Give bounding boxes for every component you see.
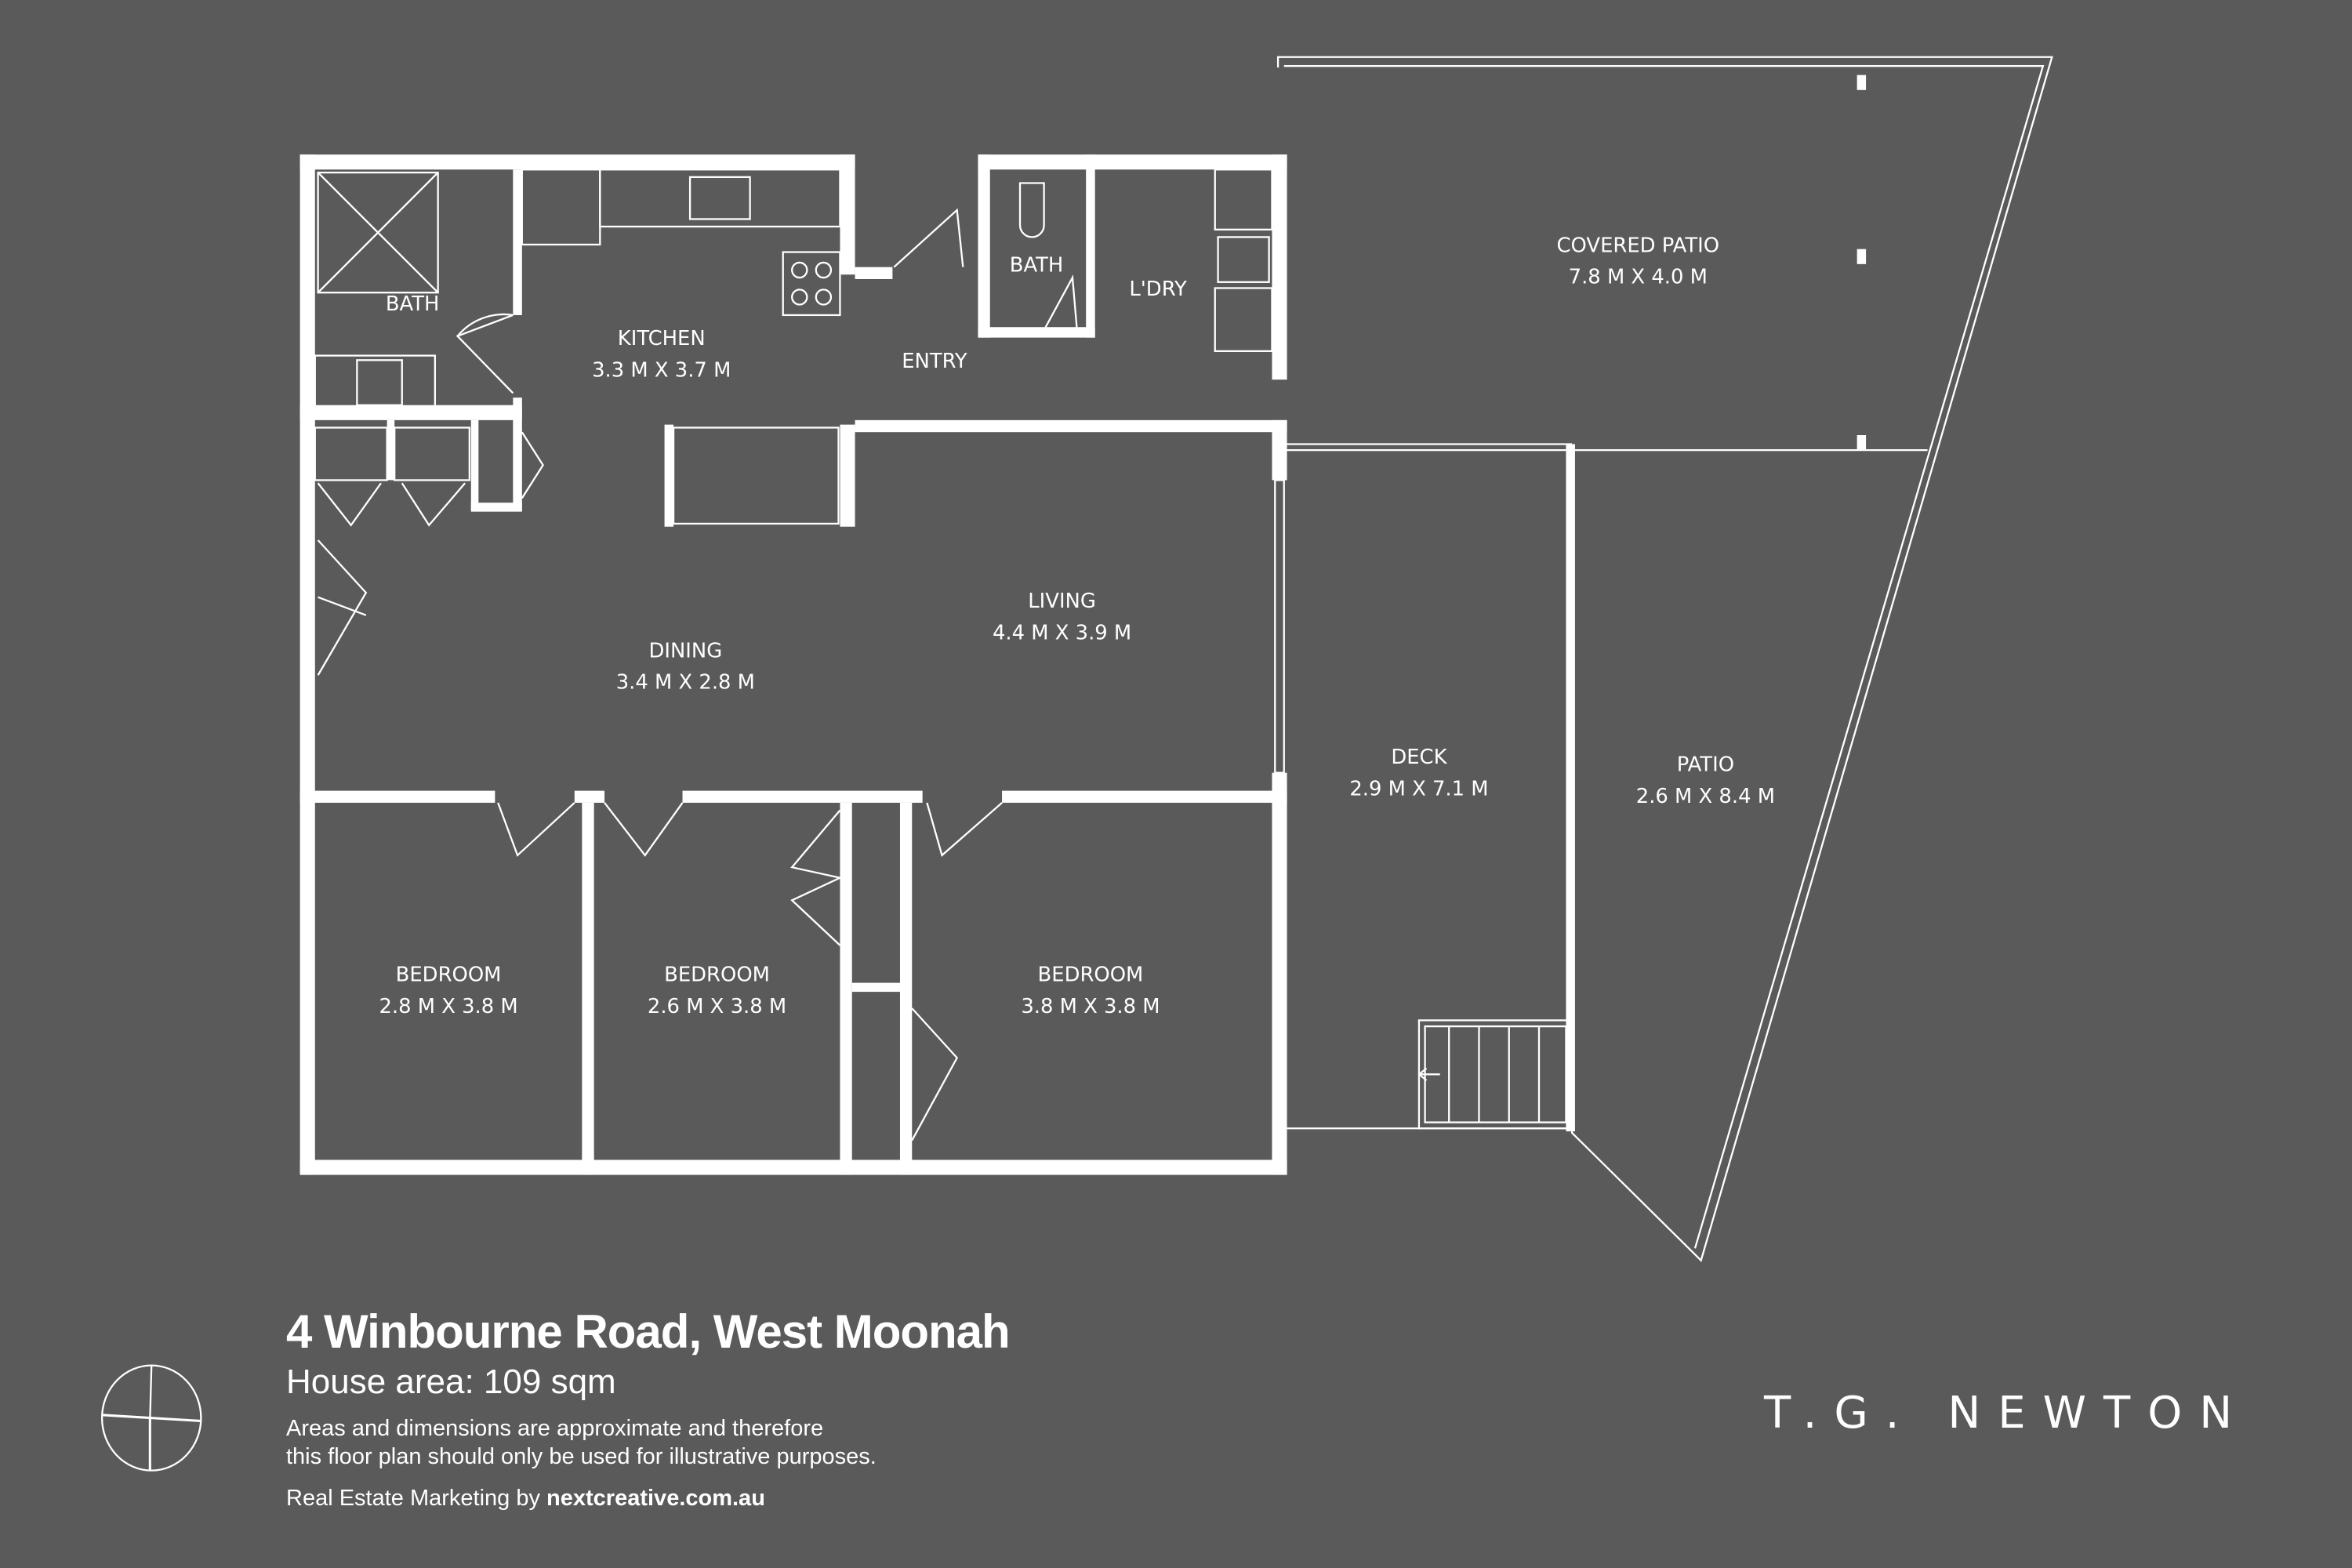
fixtures xyxy=(300,154,1285,1173)
credit: Real Estate Marketing by nextcreative.co… xyxy=(286,1486,765,1512)
credit-prefix: Real Estate Marketing by xyxy=(286,1486,547,1511)
house-area: House area: 109 sqm xyxy=(286,1363,616,1401)
room-label: LIVING xyxy=(1028,590,1096,613)
stairs xyxy=(1417,1019,1573,1130)
property-address: 4 Winbourne Road, West Moonah xyxy=(286,1305,1011,1358)
room-dims: 2.6 M X 3.8 M xyxy=(648,995,786,1018)
room-label: COVERED PATIO xyxy=(1557,234,1720,258)
disclaimer-line-1: Areas and dimensions are approximate and… xyxy=(286,1416,824,1441)
room-label: BATH xyxy=(1010,253,1064,277)
room-dims: 2.6 M X 8.4 M xyxy=(1636,785,1775,808)
room-label: ENTRY xyxy=(902,350,967,373)
compass-icon xyxy=(100,1364,202,1472)
room-dims: 7.8 M X 4.0 M xyxy=(1569,266,1708,289)
door-swings xyxy=(317,208,1078,1142)
room-label: PATIO xyxy=(1677,753,1734,777)
disclaimer-line-2: this floor plan should only be used for … xyxy=(286,1444,877,1469)
outdoor-outline xyxy=(1276,56,2053,1262)
room-label: BEDROOM xyxy=(1038,964,1144,987)
room-label: DECK xyxy=(1391,746,1447,769)
room-dims: 2.8 M X 3.8 M xyxy=(379,995,517,1018)
room-labels: BATH KITCHEN 3.3 M X 3.7 M ENTRY BATH L'… xyxy=(379,234,1775,1018)
credit-site-link[interactable]: nextcreative.com.au xyxy=(546,1486,765,1511)
room-label: BATH xyxy=(386,292,440,316)
room-label: BEDROOM xyxy=(396,964,502,987)
room-label: L'DRY xyxy=(1129,278,1187,301)
room-dims: 3.8 M X 3.8 M xyxy=(1021,995,1160,1018)
agency-logo: T.G. NEWTON xyxy=(1764,1388,2250,1439)
room-label: BEDROOM xyxy=(664,964,770,987)
room-label: KITCHEN xyxy=(618,327,706,350)
walls xyxy=(299,154,1287,1175)
room-label: DINING xyxy=(648,639,722,662)
room-dims: 3.4 M X 2.8 M xyxy=(616,670,755,694)
room-dims: 3.3 M X 3.7 M xyxy=(592,358,731,382)
room-dims: 2.9 M X 7.1 M xyxy=(1349,777,1488,800)
room-dims: 4.4 M X 3.9 M xyxy=(993,621,1131,644)
